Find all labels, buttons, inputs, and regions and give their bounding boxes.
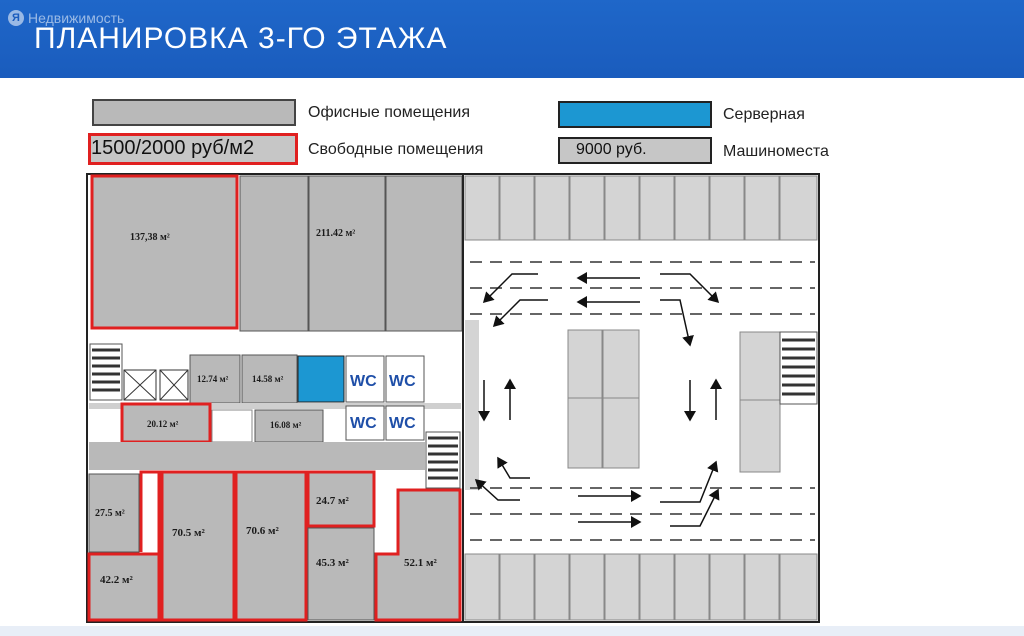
room-705[interactable] bbox=[160, 470, 236, 622]
watermark-text: Недвижимость bbox=[28, 10, 125, 26]
footer-bar bbox=[0, 626, 1024, 636]
corridor-white bbox=[211, 409, 253, 443]
room-706[interactable] bbox=[234, 470, 308, 622]
header-bar: Я Недвижимость ПЛАНИРОВКА 3-ГО ЭТАЖА bbox=[0, 0, 1024, 78]
room-453 bbox=[307, 527, 375, 621]
stairs-right-steps bbox=[782, 338, 815, 396]
room-office-b bbox=[385, 175, 463, 332]
label-room-521: 52.1 м² bbox=[404, 557, 437, 569]
legend-parking-price: 9000 руб. bbox=[576, 141, 647, 158]
parking-right-spaces bbox=[739, 331, 781, 473]
lower-corridor bbox=[89, 442, 425, 470]
parking-left-strip bbox=[465, 320, 479, 490]
watermark: Я Недвижимость bbox=[8, 10, 124, 26]
label-room-1274: 12.74 м² bbox=[197, 374, 229, 384]
label-room-705: 70.5 м² bbox=[172, 527, 205, 539]
label-room-137: 137,38 м² bbox=[130, 232, 170, 243]
parking-spaces-bottom bbox=[464, 553, 818, 621]
room-422[interactable] bbox=[87, 552, 161, 622]
parking-island bbox=[567, 329, 640, 469]
room-247[interactable] bbox=[306, 470, 376, 528]
label-room-453: 45.3 м² bbox=[316, 557, 349, 569]
room-office-a bbox=[239, 175, 309, 332]
room-521[interactable] bbox=[374, 488, 462, 622]
stairs-mid-steps bbox=[428, 436, 458, 480]
label-wc-3: WC bbox=[350, 415, 377, 432]
lane-dashes bbox=[470, 261, 815, 541]
room-137[interactable] bbox=[90, 174, 239, 330]
room-275 bbox=[88, 473, 140, 553]
room-1608 bbox=[254, 409, 324, 443]
legend-free-price: 1500/2000 руб/м2 bbox=[91, 137, 255, 159]
legend-swatch-parking bbox=[558, 137, 712, 164]
legend-label-offices: Офисные помещения bbox=[308, 104, 471, 121]
legend-swatch-free bbox=[88, 133, 298, 165]
label-room-1608: 16.08 м² bbox=[270, 420, 302, 430]
label-room-706: 70.6 м² bbox=[246, 525, 279, 537]
legend-label-server: Серверная bbox=[723, 106, 805, 123]
room-211 bbox=[308, 175, 386, 332]
wc-4 bbox=[385, 405, 425, 441]
corridor-gray bbox=[89, 403, 461, 409]
label-room-247: 24.7 м² bbox=[316, 495, 349, 507]
server-room bbox=[297, 355, 345, 403]
label-room-2012: 20.12 м² bbox=[147, 419, 179, 429]
wc-3 bbox=[345, 405, 385, 441]
label-wc-1: WC bbox=[350, 373, 377, 390]
legend-swatch-offices bbox=[92, 99, 296, 126]
label-wc-2: WC bbox=[389, 373, 416, 390]
label-room-1458: 14.58 м² bbox=[252, 374, 284, 384]
stairs-mid bbox=[425, 431, 461, 489]
traffic-arrows bbox=[474, 272, 722, 528]
room-1458 bbox=[241, 354, 298, 404]
yandex-logo-icon: Я bbox=[8, 10, 24, 26]
label-wc-4: WC bbox=[389, 415, 416, 432]
wc-1 bbox=[345, 355, 385, 403]
parking-spaces-top bbox=[464, 175, 818, 241]
legend-swatch-server bbox=[558, 101, 712, 128]
label-room-211: 211.42 м² bbox=[316, 228, 355, 239]
label-room-275: 27.5 м² bbox=[95, 508, 125, 519]
wc-2 bbox=[385, 355, 425, 403]
legend-label-free: Свободные помещения bbox=[308, 141, 484, 158]
stairs-left bbox=[89, 343, 123, 401]
page-title: ПЛАНИРОВКА 3-ГО ЭТАЖА bbox=[34, 22, 448, 55]
stairs-left-steps bbox=[92, 348, 120, 392]
legend-label-parking: Машиноместа bbox=[723, 143, 829, 160]
label-room-422: 42.2 м² bbox=[100, 574, 133, 586]
